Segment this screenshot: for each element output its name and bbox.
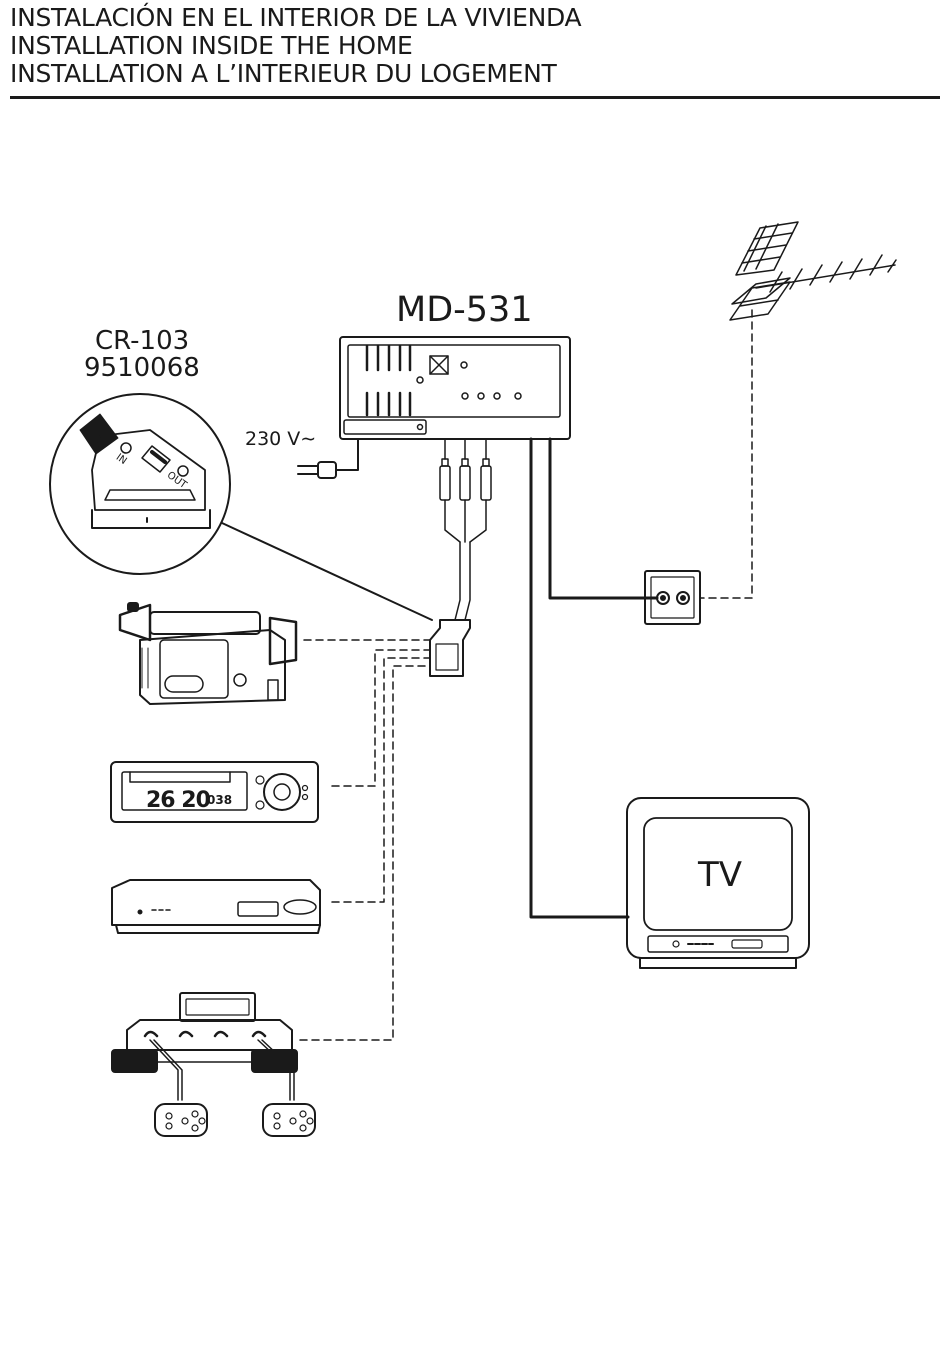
cable-code-label: 9510068 [84, 353, 200, 383]
scart-connector-icon [430, 620, 470, 676]
power-cord [336, 439, 358, 470]
cable-model-label: CR-103 [95, 326, 189, 356]
modulator-device-icon [340, 337, 570, 439]
vcr-icon [111, 762, 318, 822]
camcorder-icon [120, 603, 296, 704]
modulator-model-label: MD-531 [396, 290, 533, 330]
link-vcr [332, 650, 430, 786]
game-console-icon [112, 993, 315, 1136]
voltage-label: 230 V∼ [245, 428, 316, 450]
power-plug-icon [298, 462, 336, 478]
cable-modulator-to-tv [531, 439, 628, 917]
satellite-receiver-icon [112, 880, 320, 933]
antenna-icon [730, 222, 896, 320]
cable-modulator-to-socket [550, 439, 657, 598]
tv-label: TV [698, 855, 742, 895]
antenna-mast-dashed [700, 310, 752, 598]
scart-adapter-magnifier [50, 394, 432, 620]
vcr-display-main: 26 20 [146, 788, 210, 813]
rca-cables [440, 439, 491, 620]
link-game-console [300, 666, 430, 1040]
link-satellite-receiver [332, 658, 430, 902]
vcr-display-counter: 038 [207, 793, 232, 807]
